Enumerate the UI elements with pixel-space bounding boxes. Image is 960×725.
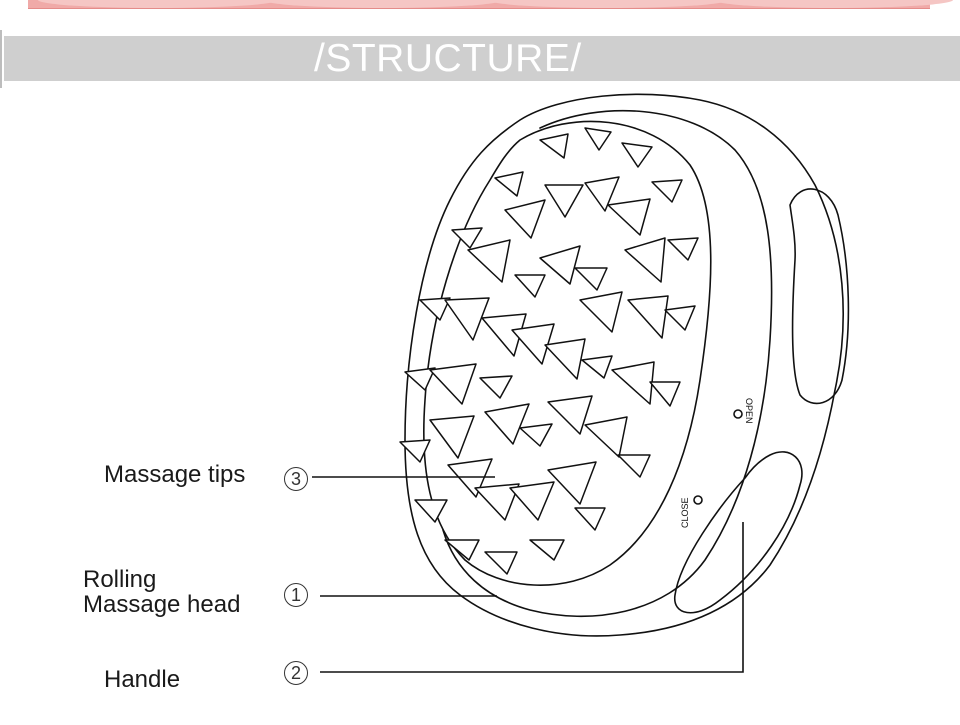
tip-cone	[627, 295, 669, 339]
tip-cone	[607, 198, 651, 236]
callout-number-1: 1	[284, 583, 308, 607]
banner-accent-bar	[0, 30, 2, 88]
tip-cone	[544, 184, 584, 218]
tip-cone	[584, 176, 620, 212]
tip-cone	[444, 539, 480, 561]
section-banner: /STRUCTURE/	[4, 36, 960, 81]
handle-loop-top	[789, 188, 850, 405]
device-inner-rim	[442, 109, 773, 618]
massage-tips-group	[399, 127, 699, 575]
close-mark: CLOSE	[680, 497, 690, 528]
open-indicator	[733, 409, 743, 419]
tip-cone	[539, 245, 581, 285]
tip-cone	[467, 239, 511, 283]
tip-cone	[414, 499, 448, 523]
tip-cone	[547, 461, 597, 505]
strip-scallop	[263, 0, 503, 8]
label-massage-tips: Massage tips	[104, 461, 246, 488]
tip-cone	[581, 355, 613, 379]
label-handle: Handle	[104, 666, 181, 693]
tip-cone	[664, 305, 696, 331]
tip-cone	[624, 237, 666, 283]
top-decorative-strip	[28, 0, 953, 9]
tip-cone	[504, 199, 546, 239]
tip-cone	[451, 227, 483, 249]
tip-cone	[544, 338, 586, 380]
tip-cone	[474, 483, 520, 521]
tip-cone	[444, 297, 490, 341]
tip-cone	[584, 127, 612, 151]
tip-cone	[447, 458, 493, 498]
tip-cone	[574, 507, 606, 531]
tip-cone	[574, 267, 608, 291]
tip-cone	[479, 375, 513, 399]
tip-cone	[419, 297, 451, 321]
handle-loop-bottom	[674, 451, 803, 614]
tip-cone	[584, 416, 628, 458]
tip-cone	[404, 367, 436, 391]
tip-cone	[621, 142, 653, 168]
tip-cone	[519, 423, 553, 447]
tip-cone	[429, 415, 475, 459]
close-indicator	[693, 495, 703, 505]
callout-number-2: 2	[284, 661, 308, 685]
tip-cone	[509, 481, 555, 521]
tip-cone	[579, 291, 623, 333]
tip-cone	[494, 171, 524, 197]
tip-cone	[611, 361, 655, 405]
label-rolling: Rolling	[83, 566, 157, 593]
tip-cone	[649, 381, 681, 407]
section-title: /STRUCTURE/	[314, 37, 582, 80]
leader-line-handle	[320, 522, 744, 673]
callout-number-3: 3	[284, 467, 308, 491]
tip-cone	[539, 133, 569, 159]
tip-cone	[399, 439, 431, 463]
tip-cone	[484, 551, 518, 575]
tip-cone	[651, 179, 683, 203]
strip-scallop	[38, 0, 278, 8]
massage-head-face	[423, 120, 712, 586]
tip-cone	[429, 363, 477, 405]
tip-cone	[617, 454, 651, 478]
tip-cone	[529, 539, 565, 561]
tip-cone	[484, 403, 530, 445]
tip-cone	[514, 274, 546, 298]
strip-scallop	[713, 0, 953, 8]
device-outer-shell	[404, 93, 844, 637]
open-mark: OPEN	[744, 398, 754, 424]
tip-cone	[667, 237, 699, 261]
strip-scallop	[488, 0, 728, 8]
label-massage-head: Massage head	[83, 591, 241, 618]
tip-cone	[547, 395, 593, 435]
